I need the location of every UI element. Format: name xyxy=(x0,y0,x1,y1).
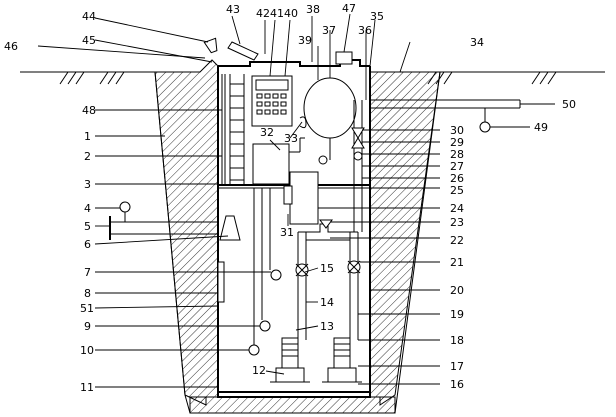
keypad-buttons xyxy=(256,93,287,115)
label-23: 23 xyxy=(450,216,464,229)
unit-bracket xyxy=(283,185,293,205)
riser-pipes xyxy=(297,100,363,340)
label-41: 41 xyxy=(270,7,284,20)
ladder xyxy=(229,74,245,185)
pump-left xyxy=(275,337,305,383)
label-47: 47 xyxy=(342,2,356,15)
label-12: 12 xyxy=(252,364,266,377)
label-22: 22 xyxy=(450,234,464,247)
warning-lamp xyxy=(203,37,218,54)
label-11: 11 xyxy=(80,381,94,394)
label-19: 19 xyxy=(450,308,464,321)
outlet-valve-set xyxy=(351,127,365,161)
vent-cap xyxy=(227,41,259,61)
label-45: 45 xyxy=(82,34,96,47)
label-50: 50 xyxy=(562,98,576,111)
inlet-valve xyxy=(119,201,131,213)
sensor-box xyxy=(335,51,353,65)
label-51: 51 xyxy=(80,302,94,315)
inlet-pipe xyxy=(109,201,218,240)
concrete-pit-walls xyxy=(154,59,441,414)
label-2: 2 xyxy=(84,150,91,163)
panel-display xyxy=(255,79,289,91)
label-20: 20 xyxy=(450,284,464,297)
label-33: 33 xyxy=(284,132,298,145)
pump-right xyxy=(327,337,357,383)
level-floats xyxy=(248,188,282,356)
label-1: 1 xyxy=(84,130,91,143)
inlet-screen xyxy=(219,215,241,241)
label-27: 27 xyxy=(450,160,464,173)
label-3: 3 xyxy=(84,178,91,191)
label-26: 26 xyxy=(450,172,464,185)
label-36: 36 xyxy=(358,24,372,37)
label-28: 28 xyxy=(450,148,464,161)
control-panel xyxy=(251,75,293,127)
label-32: 32 xyxy=(260,126,274,139)
label-21: 21 xyxy=(450,256,464,269)
label-43: 43 xyxy=(226,3,240,16)
label-9: 9 xyxy=(84,320,91,333)
label-37: 37 xyxy=(322,24,336,37)
label-42: 42 xyxy=(256,7,270,20)
label-7: 7 xyxy=(84,266,91,279)
label-46: 46 xyxy=(4,40,18,53)
ground-surface xyxy=(20,71,605,85)
label-14: 14 xyxy=(320,296,334,309)
label-15: 15 xyxy=(320,262,334,275)
label-38: 38 xyxy=(306,3,320,16)
soil-ticks-right xyxy=(427,71,557,85)
label-40: 40 xyxy=(284,7,298,20)
label-34: 34 xyxy=(470,36,484,49)
label-10: 10 xyxy=(80,344,94,357)
check-valve xyxy=(319,219,333,229)
distribution-box xyxy=(252,143,290,185)
callout-labels: 1 2 3 4 5 6 7 8 51 9 10 11 43 44 45 46 4… xyxy=(4,2,576,394)
label-4: 4 xyxy=(84,202,91,215)
label-5: 5 xyxy=(84,220,91,233)
label-8: 8 xyxy=(84,287,91,300)
leaders-left xyxy=(37,13,411,388)
support-rods xyxy=(221,74,226,185)
label-30: 30 xyxy=(450,124,464,137)
label-44: 44 xyxy=(82,10,96,23)
label-13: 13 xyxy=(320,320,334,333)
label-31: 31 xyxy=(280,226,294,239)
label-17: 17 xyxy=(450,360,464,373)
label-6: 6 xyxy=(84,238,91,251)
label-16: 16 xyxy=(450,378,464,391)
label-18: 18 xyxy=(450,334,464,347)
label-29: 29 xyxy=(450,136,464,149)
label-39: 39 xyxy=(298,34,312,47)
label-49: 49 xyxy=(534,121,548,134)
label-25: 25 xyxy=(450,184,464,197)
treatment-unit xyxy=(289,171,319,225)
level-rod xyxy=(217,261,225,303)
branch-valve xyxy=(479,121,491,133)
label-24: 24 xyxy=(450,202,464,215)
cable-loop xyxy=(299,116,307,129)
soil-ticks-left xyxy=(59,71,125,85)
leaders-right xyxy=(265,103,555,385)
label-35: 35 xyxy=(370,10,384,23)
pressure-tank xyxy=(303,77,357,165)
label-48: 48 xyxy=(82,104,96,117)
